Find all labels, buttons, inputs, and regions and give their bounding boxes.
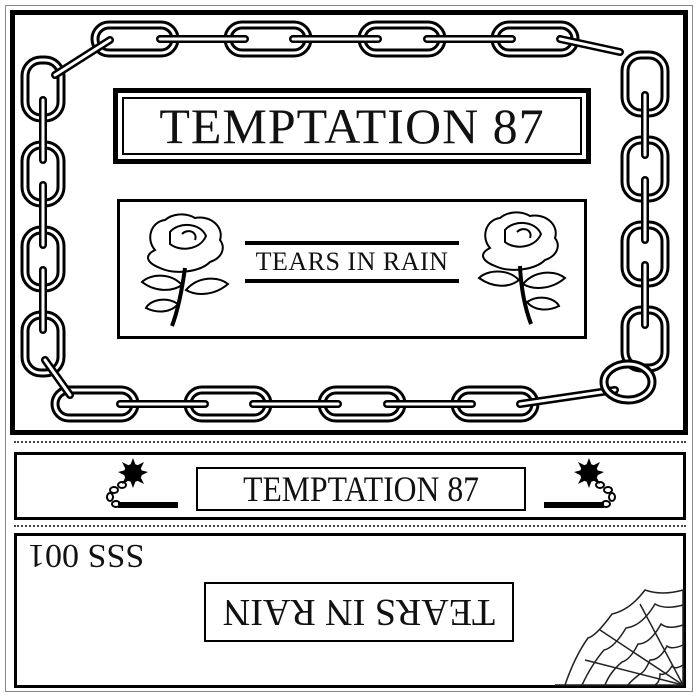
- middle-title-frame: TEMPTATION 87: [196, 467, 526, 511]
- dotted-divider: [14, 525, 686, 527]
- outer-frame-line: [5, 5, 693, 692]
- subtitle-text: TEARS IN RAIN: [255, 247, 449, 276]
- title-frame: TEMPTATION 87: [113, 88, 591, 164]
- top-panel: [10, 10, 688, 435]
- chain-frame-icon: [20, 20, 670, 423]
- dotted-divider: [14, 441, 686, 443]
- rose-left-icon: [140, 213, 230, 327]
- rose-right-icon: [477, 211, 567, 325]
- rose-panel: [117, 199, 587, 339]
- main-title: TEMPTATION 87: [159, 98, 545, 154]
- title-inner-frame: TEMPTATION 87: [122, 97, 582, 155]
- subtitle-banner: TEARS IN RAIN: [245, 241, 459, 283]
- middle-title: TEMPTATION 87: [243, 469, 479, 509]
